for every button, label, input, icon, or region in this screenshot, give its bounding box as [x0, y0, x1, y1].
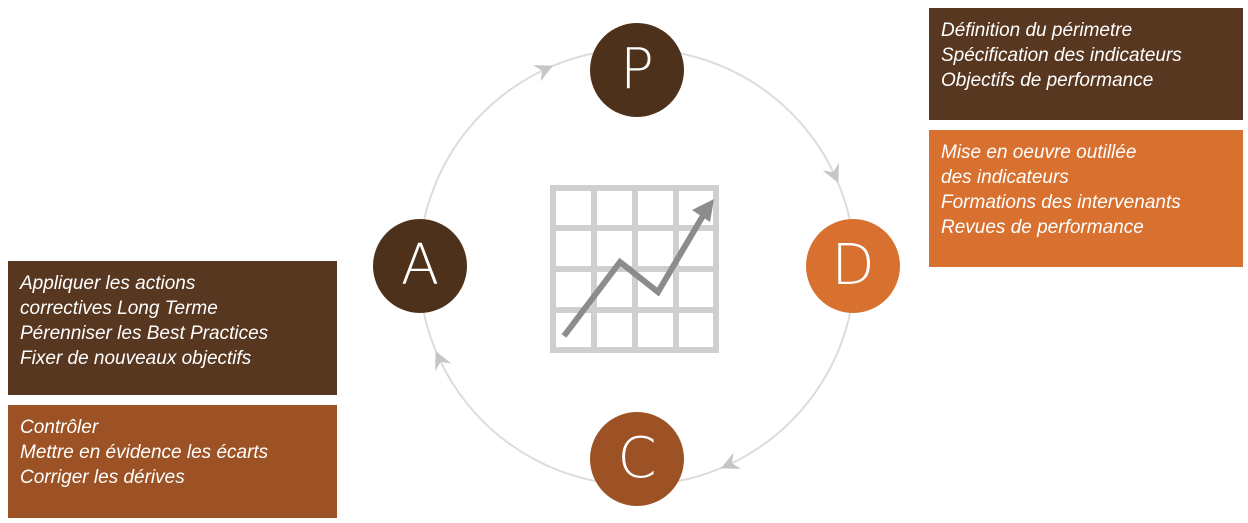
plan-line: Objectifs de performance: [941, 70, 1154, 91]
check-description-box: Contrôler Mettre en évidence les écarts …: [8, 405, 337, 518]
act-letter: A: [400, 233, 440, 298]
act-description-box: Appliquer les actions correctives Long T…: [8, 261, 337, 395]
do-letter: D: [831, 233, 875, 298]
act-line: Appliquer les actions: [20, 273, 196, 294]
arrow-plan-to-do: [822, 162, 839, 184]
chart-grid: [553, 188, 716, 350]
plan-node: P: [590, 23, 684, 117]
do-line: des indicateurs: [941, 167, 1069, 188]
act-node: A: [373, 219, 467, 313]
trend-line: [561, 212, 707, 338]
plan-letter: P: [620, 37, 654, 102]
check-letter: C: [617, 426, 657, 491]
arrow-act-to-plan: [532, 65, 554, 82]
act-line: Pérenniser les Best Practices: [20, 323, 269, 344]
do-line: Mise en oeuvre outillée: [941, 142, 1137, 163]
do-node: D: [806, 219, 900, 313]
do-description-box: Mise en oeuvre outillée des indicateurs …: [929, 130, 1243, 267]
plan-line: Définition du périmetre: [941, 20, 1133, 41]
plan-line: Spécification des indicateurs: [941, 45, 1182, 66]
trend-arrowhead: [692, 199, 714, 222]
arrow-do-to-check: [720, 452, 742, 469]
check-line: Mettre en évidence les écarts: [20, 442, 269, 463]
plan-description-box: Définition du périmetre Spécification de…: [929, 8, 1243, 120]
check-line: Contrôler: [20, 417, 99, 438]
act-line: Fixer de nouveaux objectifs: [20, 348, 252, 369]
do-line: Revues de performance: [941, 217, 1144, 238]
growth-chart-icon: [550, 185, 719, 353]
arrow-check-to-act: [435, 350, 452, 372]
do-line: Formations des intervenants: [941, 192, 1181, 213]
check-node: C: [590, 412, 684, 506]
act-line: correctives Long Terme: [20, 298, 218, 319]
check-line: Corriger les dérives: [20, 467, 185, 488]
